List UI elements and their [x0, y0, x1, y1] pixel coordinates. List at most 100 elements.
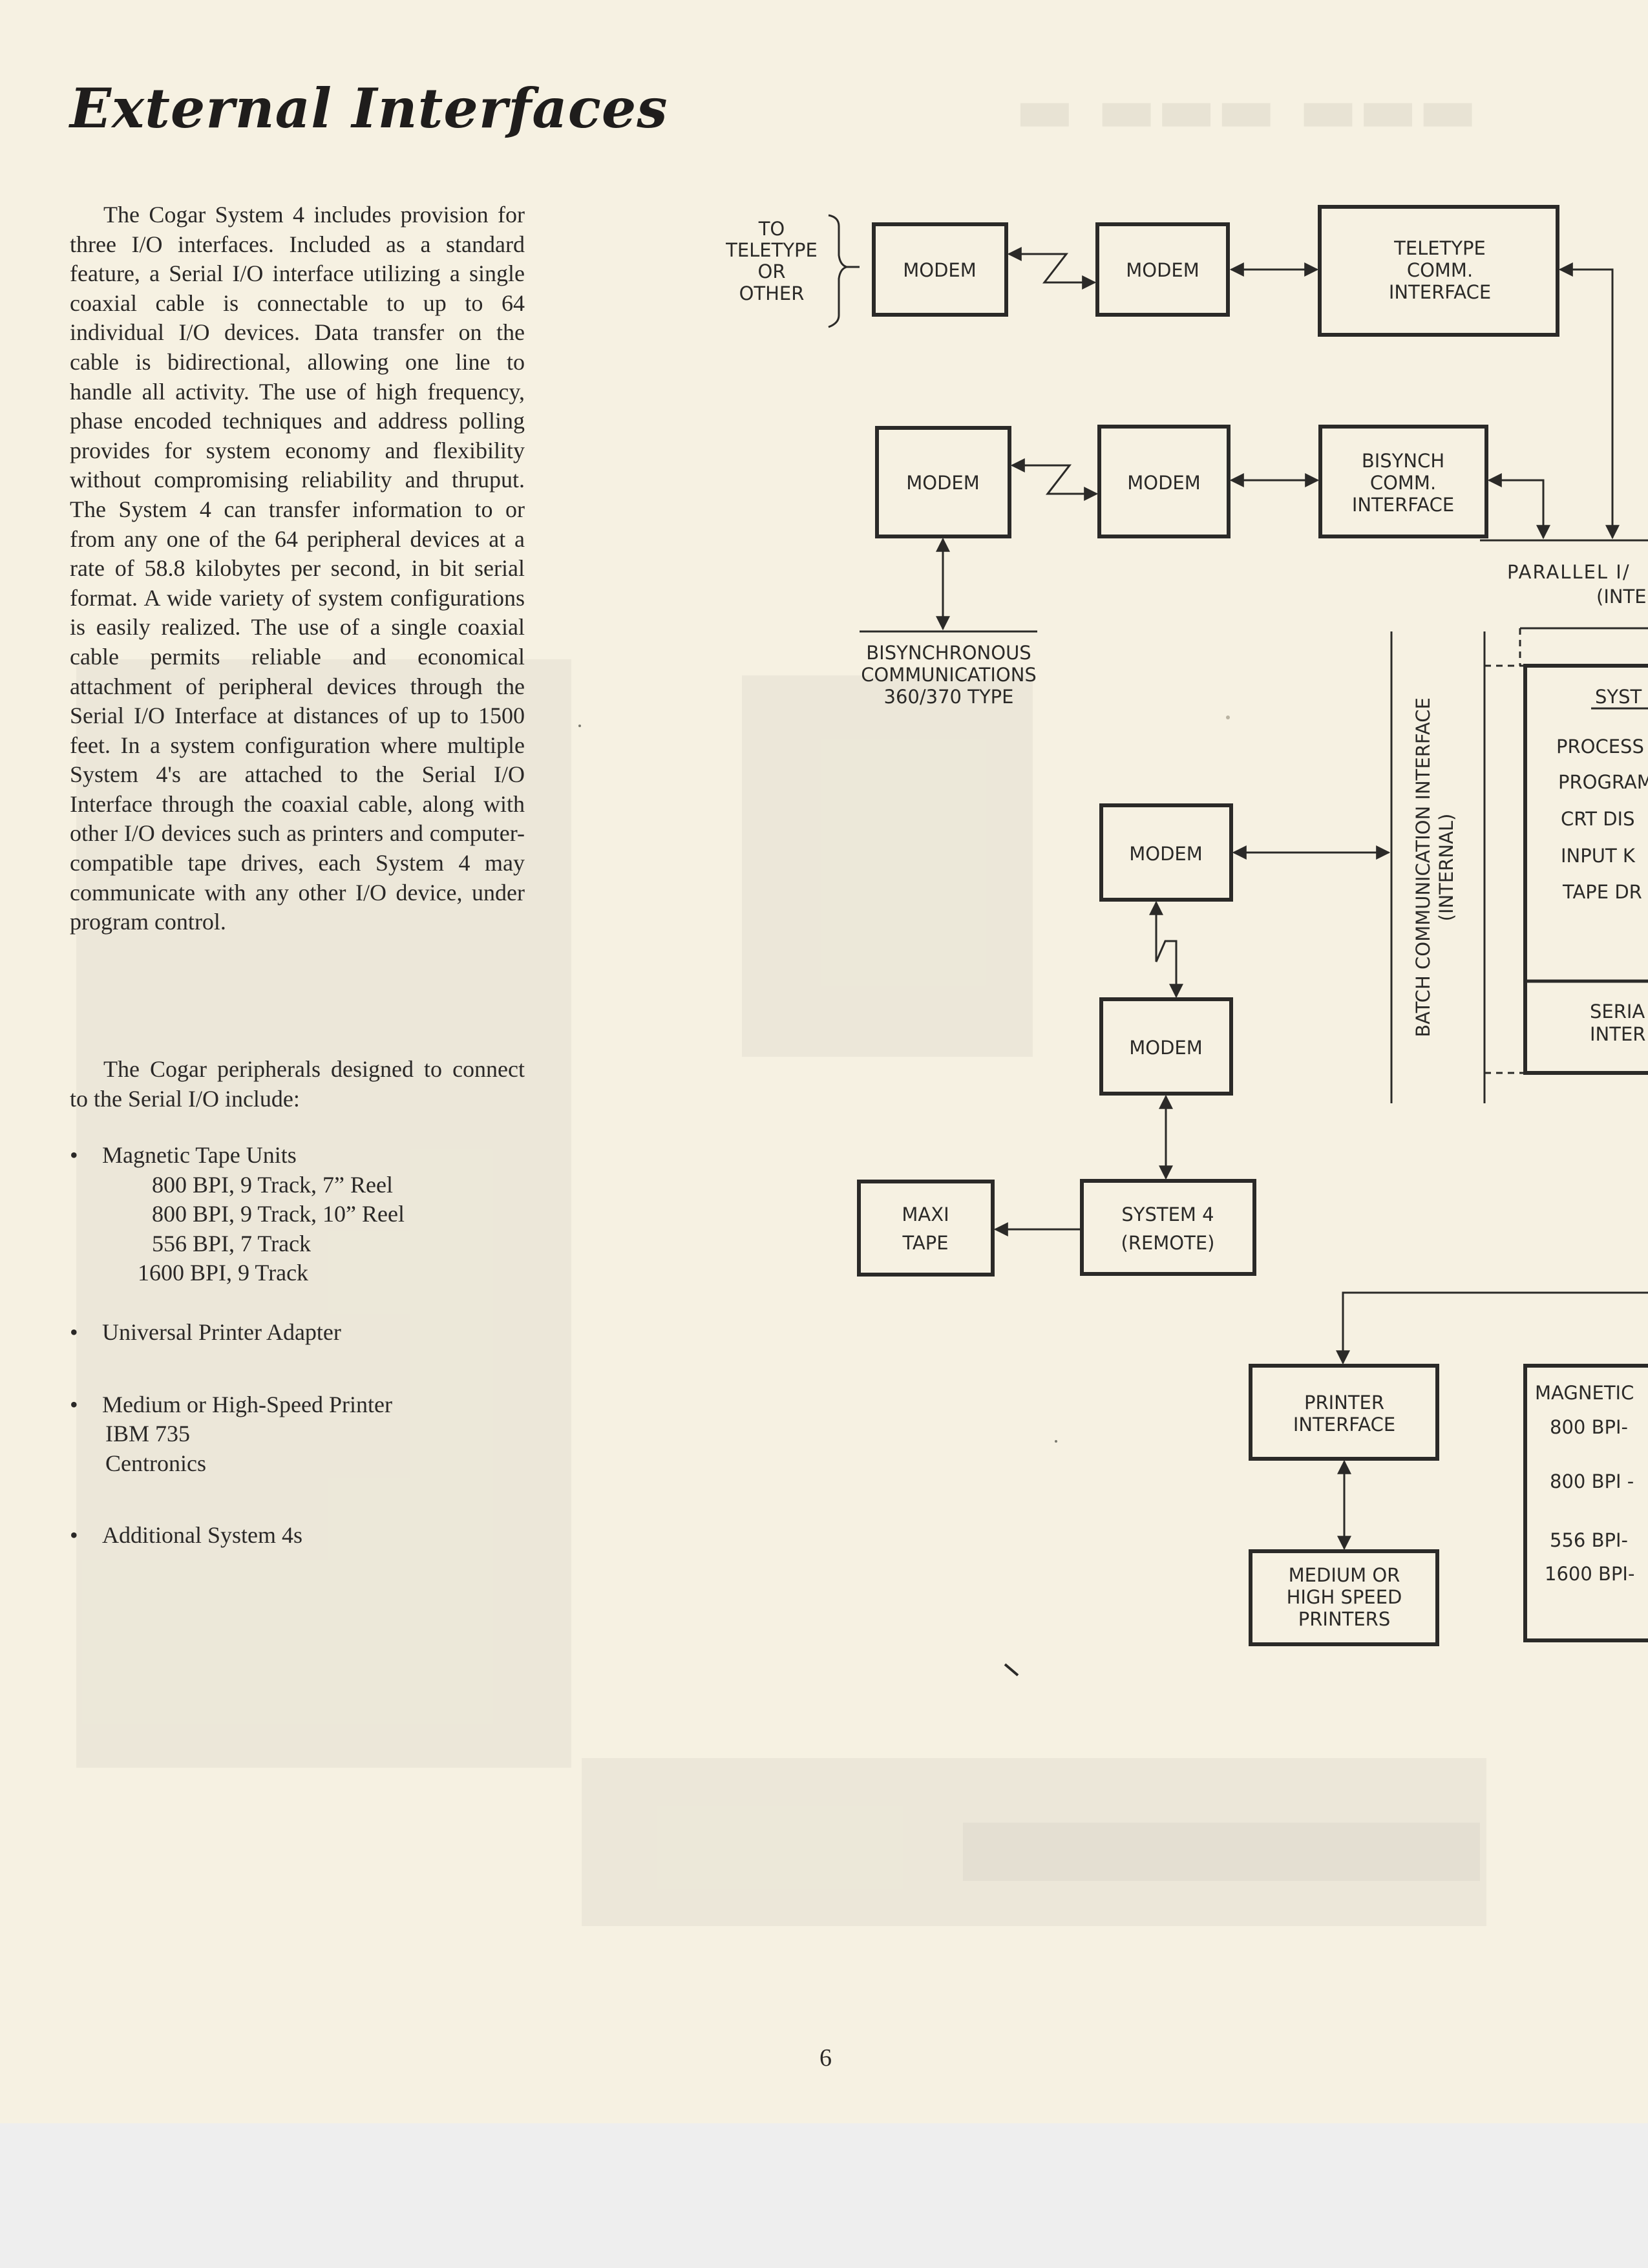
paper-speck: [578, 725, 581, 727]
bullet-icon: •: [70, 1142, 78, 1168]
bisynch-interface-label: INTERFACE: [1352, 494, 1454, 516]
list-item-label: Magnetic Tape Units: [102, 1142, 297, 1168]
show-through-shadow: [582, 1758, 1486, 1926]
printers-box: [1249, 1549, 1439, 1646]
list-item: • Medium or High-Speed Printer IBM 735 C…: [70, 1390, 535, 1479]
list-subitem: 1600 BPI, 9 Track: [138, 1260, 309, 1286]
system-box: [1523, 664, 1648, 1075]
modem-link-line: [1149, 900, 1183, 999]
bullet-icon: •: [70, 1319, 78, 1345]
modem-box: [1095, 222, 1230, 317]
system-box-item: PROGRAM: [1558, 771, 1648, 793]
magnetic-box-item: 556 BPI-: [1550, 1529, 1628, 1551]
teletype-interface-label: COMM.: [1407, 259, 1473, 281]
system-box-title: SYST: [1595, 686, 1642, 708]
paper-speck: [1055, 1440, 1057, 1443]
teletype-note-line: TELETYPE: [725, 239, 818, 261]
connector-line: [1336, 1291, 1648, 1365]
teletype-interface-label: INTERFACE: [1389, 281, 1491, 303]
parallel-bus-label: PARALLEL I/: [1507, 561, 1631, 583]
system-box-item: PROCESS: [1556, 736, 1644, 758]
show-through-heading: ▬ ▬▬▬ ▬▬▬: [1015, 72, 1478, 147]
list-item: • Additional System 4s: [70, 1521, 535, 1551]
system-box-item: TAPE DR: [1562, 881, 1642, 903]
page-title: External Interfaces: [70, 76, 668, 140]
modem-label: MODEM: [1127, 472, 1201, 494]
modem-label: MODEM: [903, 259, 977, 281]
list-subitem: 800 BPI, 9 Track, 10” Reel: [152, 1201, 405, 1227]
modem-label: MODEM: [1126, 259, 1199, 281]
list-subitem: 800 BPI, 9 Track, 7” Reel: [152, 1171, 393, 1198]
magnetic-box-item: 800 BPI -: [1550, 1470, 1634, 1492]
teletype-note-line: OTHER: [739, 282, 805, 304]
peripheral-list: • Magnetic Tape Units 800 BPI, 9 Track, …: [70, 1141, 535, 1548]
peripherals-intro: The Cogar peripherals designed to connec…: [70, 1056, 525, 1112]
printers-label: PRINTERS: [1298, 1608, 1390, 1630]
batch-interface-label: (INTERNAL): [1435, 814, 1457, 922]
bisynch-interface-label: COMM.: [1370, 472, 1436, 494]
bisynchronous-note-line: BISYNCHRONOUS: [866, 642, 1031, 664]
modem-box: [1099, 997, 1233, 1096]
connector-line: [1487, 473, 1550, 540]
connector-line: [1558, 262, 1620, 540]
system-box-footer: INTER: [1590, 1023, 1645, 1045]
teletype-interface-label: TELETYPE: [1393, 237, 1486, 259]
magnetic-tape-box: [1523, 1364, 1648, 1642]
system-box-item: CRT DIS: [1561, 808, 1635, 830]
modem-label: MODEM: [1129, 843, 1203, 865]
peripherals-intro-block: The Cogar peripherals designed to connec…: [70, 1055, 525, 1114]
maxi-tape-label: TAPE: [902, 1232, 948, 1254]
show-through-shadow: [963, 1823, 1480, 1881]
modem-box: [1097, 425, 1231, 538]
list-subitem: IBM 735: [105, 1421, 191, 1447]
list-item-label: Universal Printer Adapter: [102, 1319, 341, 1345]
modem-link-line: [1007, 247, 1097, 290]
bullet-icon: •: [70, 1522, 78, 1549]
document-page: ▬ ▬▬▬ ▬▬▬ External Interfaces The Cogar …: [70, 72, 1648, 2072]
batch-interface-label: BATCH COMMUNICATION INTERFACE: [1412, 697, 1434, 1037]
system-box-item: INPUT K: [1561, 845, 1636, 867]
maxi-tape-box: [857, 1180, 995, 1277]
printers-label: HIGH SPEED: [1287, 1586, 1402, 1608]
system4-remote-box: [1080, 1179, 1256, 1276]
modem-label: MODEM: [1129, 1037, 1203, 1059]
teletype-interface-box: [1318, 205, 1559, 337]
maxi-tape-label: MAXI: [902, 1203, 949, 1225]
modem-link-line: [1010, 458, 1099, 501]
modem-label: MODEM: [906, 472, 980, 494]
show-through-shadow: [76, 659, 571, 1768]
system4-remote-label: SYSTEM 4: [1121, 1203, 1214, 1225]
bisynch-interface-label: BISYNCH: [1362, 450, 1444, 472]
printer-interface-box: [1249, 1364, 1439, 1461]
show-through-shadow: [742, 675, 1033, 1057]
list-item-label: Medium or High-Speed Printer: [102, 1391, 392, 1417]
magnetic-box-item: 800 BPI-: [1550, 1416, 1628, 1438]
system4-remote-label: (REMOTE): [1121, 1232, 1215, 1254]
magnetic-box-item: 1600 BPI-: [1545, 1563, 1634, 1585]
bullet-icon: •: [70, 1391, 78, 1417]
printers-label: MEDIUM OR: [1289, 1564, 1400, 1586]
paper-speck: [1226, 715, 1230, 719]
teletype-note-line: OR: [758, 260, 786, 282]
list-subitem: Centronics: [105, 1450, 206, 1476]
list-subitem: 556 BPI, 7 Track: [152, 1230, 312, 1256]
system-box-footer: SERIA: [1590, 1001, 1645, 1023]
system-diagram: TO TELETYPE OR OTHER MODEM MODEM TELETYP…: [578, 205, 1648, 1677]
body-text-block: The Cogar System 4 includes provision fo…: [70, 200, 525, 937]
background-strip: [0, 2123, 1648, 2268]
modem-box: [875, 426, 1011, 538]
list-item: • Universal Printer Adapter: [70, 1318, 535, 1348]
teletype-note-line: TO: [758, 218, 785, 240]
bisynchronous-note-line: COMMUNICATIONS: [861, 664, 1037, 686]
printer-interface-label: PRINTER: [1304, 1392, 1384, 1414]
printer-interface-label: INTERFACE: [1293, 1414, 1395, 1436]
modem-box: [1099, 803, 1233, 902]
bisynchronous-note-line: 360/370 TYPE: [884, 686, 1014, 708]
paper-speck: [1004, 1663, 1019, 1677]
bisynch-interface-box: [1318, 425, 1488, 538]
list-item: • Magnetic Tape Units 800 BPI, 9 Track, …: [70, 1141, 535, 1288]
parallel-bus-label: (INTE: [1596, 586, 1647, 608]
page-number: 6: [819, 2044, 832, 2072]
teletype-bracket: [828, 214, 850, 328]
magnetic-box-title: MAGNETIC: [1535, 1382, 1634, 1404]
